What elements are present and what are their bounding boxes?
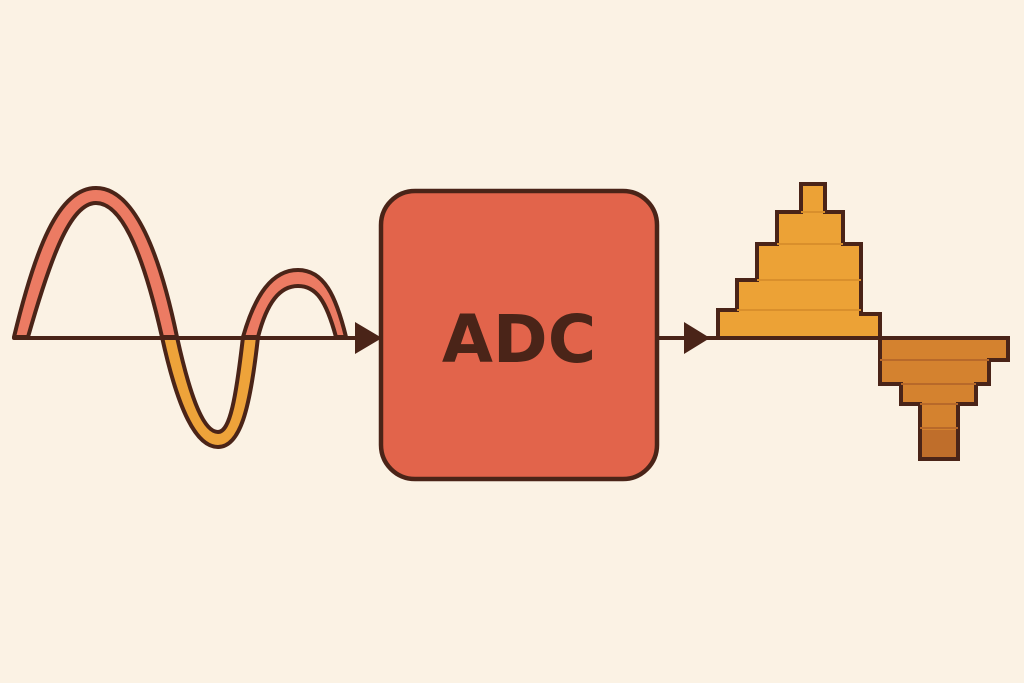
input-arrow-icon — [355, 322, 382, 354]
output-arrow-icon — [684, 322, 710, 354]
digital-wave-negative-bottom — [922, 430, 956, 457]
signal-path — [12, 322, 710, 354]
adc-block: ADC — [378, 188, 660, 482]
analog-wave-upper-lobes — [12, 186, 348, 339]
adc-block-label: ADC — [442, 301, 596, 378]
digital-stepped-wave-icon — [698, 182, 1010, 461]
analog-wave-lower-lobe — [160, 335, 260, 449]
digital-wave-negative-steps — [878, 336, 1010, 461]
digital-wave-positive-step-lines — [737, 211, 861, 311]
analog-sine-wave-icon — [12, 186, 348, 449]
digital-wave-positive-steps — [716, 182, 882, 340]
digital-wave-negative-step-lines — [880, 359, 989, 429]
adc-block-box — [378, 188, 660, 482]
